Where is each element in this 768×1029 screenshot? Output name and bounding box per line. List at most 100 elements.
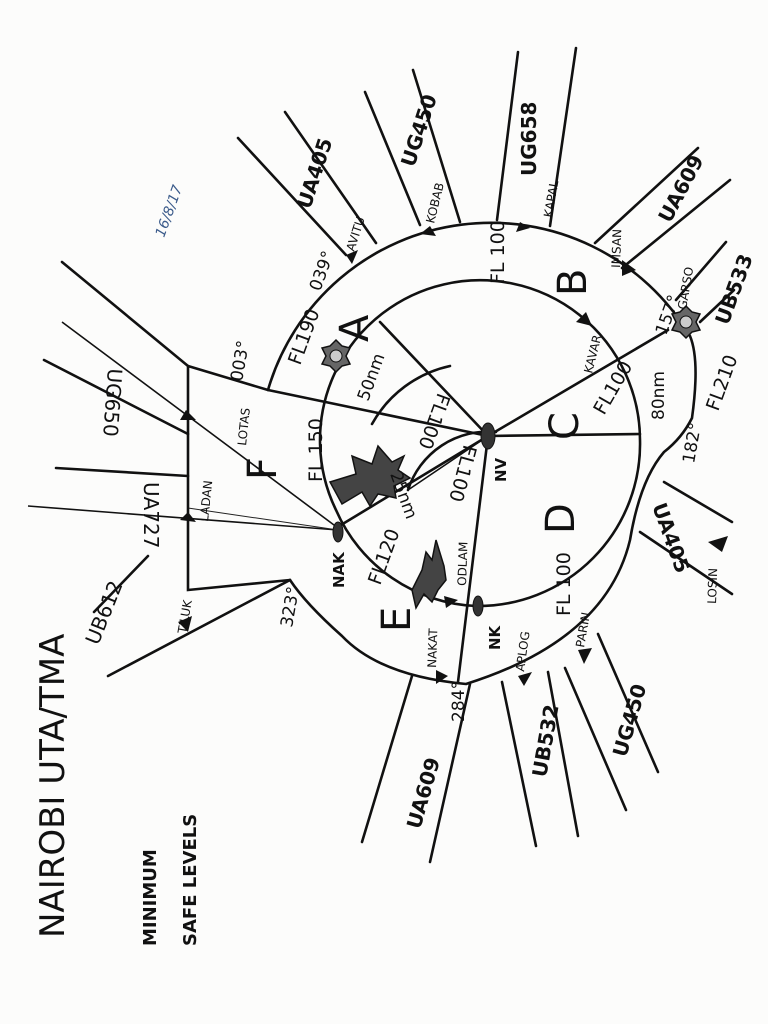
radial-25nm-inner <box>407 435 489 491</box>
route-ug658: UG658 <box>517 102 541 176</box>
sector-structure <box>186 221 697 686</box>
bearing-182: 182° <box>679 421 706 465</box>
airway-ua405-north-line-2 <box>283 110 378 245</box>
bearing-003: 003° <box>227 339 254 383</box>
arrow-aplog <box>518 672 532 686</box>
fix-nakat: NAKAT <box>425 628 440 669</box>
route-ub533: UB533 <box>710 251 758 328</box>
zone-f-label: F <box>240 457 286 480</box>
peak-a-core <box>329 349 343 363</box>
radial-182 <box>486 432 642 438</box>
distance-80nm: 80nm <box>649 371 669 420</box>
navaid-nak-symbol <box>332 521 344 543</box>
airway-ub533-line-2 <box>698 288 736 324</box>
fix-odlam: ODLAM <box>455 541 471 586</box>
airway-ug650-line-1 <box>42 358 190 436</box>
airway-ug450-south-line-2 <box>563 666 628 812</box>
bearing-039: 039° <box>306 248 339 293</box>
airway-ub612-wedge-line <box>92 554 150 614</box>
airway-ug658-line-2 <box>548 46 578 228</box>
airway-ug450-north-line-1 <box>363 90 422 227</box>
fix-lotas: LOTAS <box>235 407 253 446</box>
zone-b-label: B <box>550 269 596 296</box>
bearing-323: 323° <box>277 585 304 629</box>
arrow-parin <box>578 648 592 664</box>
airway-ua609-west-line-1 <box>360 674 414 844</box>
zone-d-label: D <box>538 503 584 534</box>
arrow-kapal <box>516 222 530 232</box>
radial-nak <box>334 434 490 530</box>
route-ub532: UB532 <box>527 703 563 779</box>
airway-ua727-line <box>54 466 190 478</box>
level-fl210: FL210 <box>702 352 742 414</box>
airway-ua609-ne-line-1 <box>593 146 700 245</box>
arrow-losin <box>708 536 728 552</box>
airway-ug650-line-2 <box>60 260 190 368</box>
navaid-nk-label: NK <box>486 624 504 650</box>
fix-imsan: IMSAN <box>609 229 624 268</box>
arrow-odlam <box>444 596 458 608</box>
fix-losin: LOSIN <box>705 568 720 604</box>
route-ug450-north: UG450 <box>396 91 442 169</box>
arrow-tiluk <box>178 616 192 632</box>
handwritten-note: 16/8/17 <box>153 183 187 239</box>
zone-letters: A B C D E F <box>240 269 596 632</box>
airway-lines <box>27 46 736 864</box>
arrow-kavar <box>576 312 592 326</box>
airway-ua609-ne-line-2 <box>620 178 732 270</box>
airway-ub532-line-1 <box>546 670 580 838</box>
chart-title: NAIROBI UTA/TMA <box>33 634 73 938</box>
route-ua405-north: UA405 <box>292 135 337 212</box>
airway-ub532-line-2 <box>500 680 538 848</box>
arrow-lotas <box>180 410 196 420</box>
level-fl120: FL120 <box>364 526 404 588</box>
arrow-imsan <box>622 260 636 276</box>
route-ug650: UG650 <box>98 368 127 438</box>
route-ua405-south: UA405 <box>647 500 694 577</box>
airway-ua405-north-line-1 <box>236 136 348 257</box>
obstacle-symbols <box>320 304 702 611</box>
sector-f-boundary <box>186 364 292 592</box>
fix-ladan: LADAN <box>197 480 215 523</box>
obstacle-starburst-2 <box>411 539 447 611</box>
airway-ub533-line-1 <box>674 240 728 302</box>
peak-garso-core <box>679 315 693 329</box>
fix-kapal: KAPAL <box>541 179 561 218</box>
level-fl150: FL 150 <box>305 418 327 482</box>
radial-157 <box>486 328 670 438</box>
airway-ladan-line <box>187 507 339 531</box>
navaid-nv-symbol <box>480 422 496 450</box>
fix-tiluk: TILUK <box>175 598 195 636</box>
outer-boundary-80nm <box>266 221 697 686</box>
airway-ug450-north-line-2 <box>411 68 462 224</box>
arc-fl100-inner <box>370 364 452 426</box>
route-ug450-south: UG450 <box>608 681 652 759</box>
chart-subtitle-line1: MINIMUM <box>140 849 161 946</box>
bearing-284: 284° <box>449 681 469 722</box>
radial-284 <box>456 434 490 684</box>
level-fl100-center: FL100 <box>444 443 480 505</box>
fix-parin: PARIN <box>573 611 593 648</box>
airway-ua609-west-line-2 <box>428 682 472 864</box>
fix-garso: GARSO <box>675 266 696 311</box>
level-fl100-d: FL 100 <box>553 552 575 616</box>
zone-a-label: A <box>332 314 378 342</box>
route-ua609-ne: UA609 <box>653 151 708 227</box>
distance-50nm: 50nm <box>354 351 390 404</box>
airway-ug650-centreline <box>61 321 339 529</box>
navaid-nv-label: NV <box>492 457 510 482</box>
arrow-ladan <box>180 512 196 522</box>
arrow-nakat <box>436 670 448 684</box>
zone-c-label: C <box>542 412 588 440</box>
navaid-nak-label: NAK <box>330 551 348 588</box>
arrow-avitu <box>346 250 358 264</box>
level-fl100-b: FL 100 <box>487 220 509 284</box>
fix-aplog: APLOG <box>513 630 532 672</box>
airway-ua405-south-line-1 <box>662 480 734 524</box>
fix-kobab: KOBAB <box>423 181 447 225</box>
airway-ub612-line <box>106 578 292 678</box>
title-block: NAIROBI UTA/TMA MINIMUM SAFE LEVELS 16/8… <box>33 183 201 946</box>
airway-ug658-line-1 <box>495 50 520 222</box>
